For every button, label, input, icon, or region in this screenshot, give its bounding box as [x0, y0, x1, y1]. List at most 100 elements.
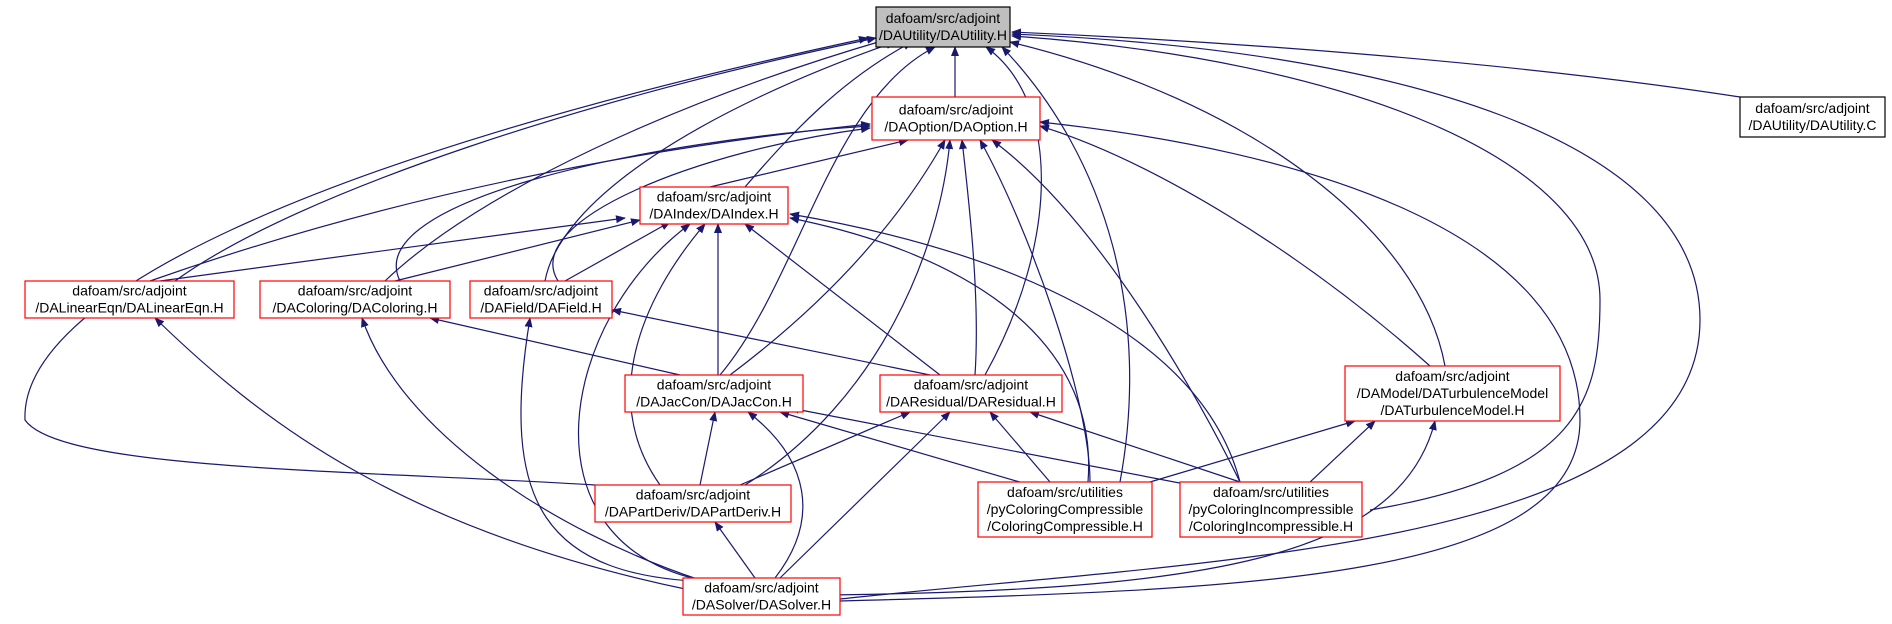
node-label-line: /ColoringCompressible.H: [987, 518, 1143, 534]
edge-solver-to-utility: [839, 30, 1701, 600]
edge-lineareqn-to-option: [149, 120, 871, 282]
edge-jaccon-to-utility: [719, 46, 936, 376]
node-label-line: /DAUtility/DAUtility.H: [879, 27, 1007, 43]
dependency-edges: [24, 28, 1741, 602]
node-label-line: /DAPartDeriv/DAPartDeriv.H: [605, 504, 781, 520]
node-label-line: /ColoringIncompressible.H: [1189, 518, 1353, 534]
edge-colincomp-to-residual: [1029, 411, 1241, 483]
edge-field-to-option: [552, 125, 871, 282]
node-label-line: /DAField/DAField.H: [480, 300, 601, 316]
edge-coloring-to-index: [394, 218, 641, 282]
node-box: [1739, 96, 1886, 138]
node-label-line: dafoam/src/adjoint: [657, 189, 772, 205]
node-label-line: dafoam/src/adjoint: [72, 283, 187, 299]
node-label-line: dafoam/src/adjoint: [298, 283, 413, 299]
node-utility-h[interactable]: dafoam/src/adjoint/DAUtility/DAUtility.H: [875, 6, 1011, 48]
node-label-line: dafoam/src/adjoint: [886, 10, 1001, 26]
edge-residual-to-utility: [984, 46, 1042, 376]
edge-jaccon-to-coloring: [429, 316, 681, 376]
node-label-line: /DAModel/DATurbulenceModel: [1357, 385, 1548, 401]
edge-utility-c-to-utility: [1011, 28, 1741, 98]
edge-turbmodel-to-option: [1039, 124, 1431, 367]
node-label-line: dafoam/src/utilities: [1007, 484, 1123, 500]
edge-solver-to-index: [578, 223, 701, 581]
node-residual-h[interactable]: dafoam/src/adjoint/DAResidual/DAResidual…: [879, 374, 1063, 413]
edge-colcomp-to-residual: [989, 411, 1051, 483]
node-label-line: dafoam/src/adjoint: [657, 377, 772, 393]
edge-residual-to-field: [611, 307, 931, 376]
edge-residual-to-option: [959, 139, 977, 376]
node-label-line: /DASolver/DASolver.H: [692, 597, 831, 613]
edge-colincomp-to-option: [991, 139, 1241, 483]
edge-colcomp-to-utility: [1001, 46, 1131, 483]
node-label-line: /DATurbulenceModel.H: [1381, 402, 1525, 418]
node-box: [259, 280, 451, 319]
node-label-line: dafoam/src/adjoint: [484, 283, 599, 299]
node-label-line: /pyColoringCompressible: [987, 501, 1144, 517]
node-label-line: /pyColoringIncompressible: [1189, 501, 1354, 517]
node-label-line: /DAColoring/DAColoring.H: [273, 300, 438, 316]
edge-partderiv-to-option: [744, 139, 954, 486]
node-box: [977, 481, 1153, 538]
node-label-line: dafoam/src/adjoint: [704, 580, 819, 596]
edge-colincomp-to-jaccon: [789, 405, 1191, 486]
node-colcomp-h[interactable]: dafoam/src/utilities/pyColoringCompressi…: [977, 481, 1153, 538]
edge-field-to-index: [564, 221, 671, 282]
edge-colcomp-to-jaccon: [779, 410, 1031, 486]
node-partderiv-h[interactable]: dafoam/src/adjoint/DAPartDeriv/DAPartDer…: [594, 484, 792, 523]
node-label-line: dafoam/src/adjoint: [636, 487, 751, 503]
edge-colcomp-to-turbmodel: [1149, 419, 1356, 483]
node-box: [639, 186, 789, 225]
edge-partderiv-to-jaccon: [699, 411, 718, 486]
node-box: [24, 280, 235, 319]
node-label-line: /DAJacCon/DAJacCon.H: [636, 394, 792, 410]
node-colincomp-h[interactable]: dafoam/src/utilities/pyColoringIncompres…: [1179, 481, 1363, 538]
edge-solver-to-turbmodel: [829, 420, 1437, 596]
node-option-h[interactable]: dafoam/src/adjoint/DAOption/DAOption.H: [871, 96, 1041, 141]
node-jaccon-h[interactable]: dafoam/src/adjoint/DAJacCon/DAJacCon.H: [624, 374, 804, 413]
edge-partderiv-to-utility: [24, 35, 869, 486]
edge-solver-to-lineareqn: [154, 317, 691, 591]
node-label-line: dafoam/src/adjoint: [899, 102, 1014, 118]
edge-partderiv-to-index: [629, 223, 706, 486]
node-lineareqn-h[interactable]: dafoam/src/adjoint/DALinearEqn/DALinearE…: [24, 280, 235, 319]
edge-index-to-utility: [744, 41, 913, 188]
node-box: [1179, 481, 1363, 538]
node-box: [871, 96, 1041, 141]
edge-lineareqn-to-utility: [174, 35, 877, 282]
edge-solver-to-jaccon: [747, 411, 804, 579]
edge-solver-to-residual: [779, 411, 951, 579]
node-turbmodel-h[interactable]: dafoam/src/adjoint/DAModel/DATurbulenceM…: [1344, 365, 1561, 422]
node-box: [1344, 365, 1561, 422]
node-box: [594, 484, 792, 523]
edge-partderiv-to-residual: [739, 411, 911, 486]
file-nodes: dafoam/src/adjoint/DAUtility/DAUtility.H…: [24, 6, 1886, 616]
edge-colincomp-to-utility: [1011, 32, 1601, 511]
node-label-line: /DAResidual/DAResidual.H: [886, 394, 1056, 410]
node-coloring-h[interactable]: dafoam/src/adjoint/DAColoring/DAColoring…: [259, 280, 451, 319]
edge-field-to-utility: [544, 41, 896, 282]
edge-solver-to-field: [520, 317, 721, 583]
node-label-line: /DAOption/DAOption.H: [884, 119, 1027, 135]
edge-colcomp-to-index: [789, 215, 1090, 483]
edge-coloring-to-utility: [384, 38, 886, 282]
node-field-h[interactable]: dafoam/src/adjoint/DAField/DAField.H: [469, 280, 613, 319]
edge-colincomp-to-index: [789, 211, 1241, 483]
edge-lineareqn-to-index: [159, 215, 626, 282]
edge-solver-to-coloring: [361, 317, 701, 581]
node-label-line: dafoam/src/adjoint: [914, 377, 1029, 393]
edge-turbmodel-to-utility: [1009, 40, 1446, 367]
edge-colcomp-to-option: [979, 139, 1091, 483]
node-solver-h[interactable]: dafoam/src/adjoint/DASolver/DASolver.H: [682, 577, 841, 616]
node-label-line: /DALinearEqn/DALinearEqn.H: [35, 300, 223, 316]
node-label-line: dafoam/src/adjoint: [1395, 368, 1510, 384]
edge-colincomp-to-turbmodel: [1309, 420, 1376, 483]
node-box: [875, 6, 1011, 48]
node-utility-c[interactable]: dafoam/src/adjoint/DAUtility/DAUtility.C: [1739, 96, 1886, 138]
node-box: [469, 280, 613, 319]
node-index-h[interactable]: dafoam/src/adjoint/DAIndex/DAIndex.H: [639, 186, 789, 225]
node-label-line: /DAUtility/DAUtility.C: [1748, 117, 1876, 133]
edge-solver-to-partderiv: [714, 521, 756, 579]
node-box: [682, 577, 841, 616]
